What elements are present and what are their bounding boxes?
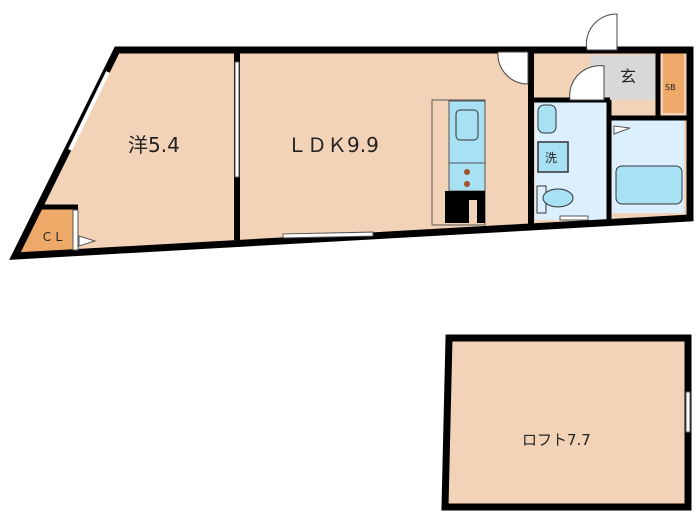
window bbox=[68, 71, 110, 151]
loft-window bbox=[685, 391, 691, 433]
sink-icon bbox=[455, 109, 479, 141]
fridge-space bbox=[445, 191, 485, 223]
loft-floor bbox=[441, 334, 692, 511]
ldk-door bbox=[497, 51, 529, 85]
room-label-ldk: ＬＤＫ9.9 bbox=[287, 133, 379, 157]
door-arrow bbox=[78, 235, 97, 247]
window bbox=[282, 231, 374, 239]
room-label-entrance: 玄 bbox=[620, 67, 636, 86]
door-arrow bbox=[613, 125, 631, 135]
fridge-space bbox=[469, 200, 477, 223]
unit-floor bbox=[15, 50, 688, 256]
closet-door bbox=[72, 209, 79, 251]
entrance-door bbox=[585, 13, 618, 51]
bathtub-icon bbox=[615, 165, 683, 205]
room-label-loft: ロフト7.7 bbox=[522, 431, 591, 449]
washer-space bbox=[537, 141, 569, 173]
room-label-western: 洋5.4 bbox=[128, 133, 180, 157]
toilet-icon bbox=[542, 188, 574, 208]
burner-icon bbox=[464, 169, 470, 175]
room-label-closet: ＣＬ bbox=[41, 230, 65, 244]
shoe-box bbox=[663, 53, 684, 113]
room-label-shoebox: SB bbox=[665, 83, 676, 92]
washroom-door bbox=[569, 65, 605, 101]
washbasin-icon bbox=[537, 104, 557, 134]
sliding-door bbox=[234, 61, 240, 178]
bath-window bbox=[559, 215, 589, 221]
room-label-washer: 洗 bbox=[545, 151, 557, 165]
burner-icon bbox=[464, 181, 470, 187]
outer-wall bbox=[9, 46, 694, 260]
